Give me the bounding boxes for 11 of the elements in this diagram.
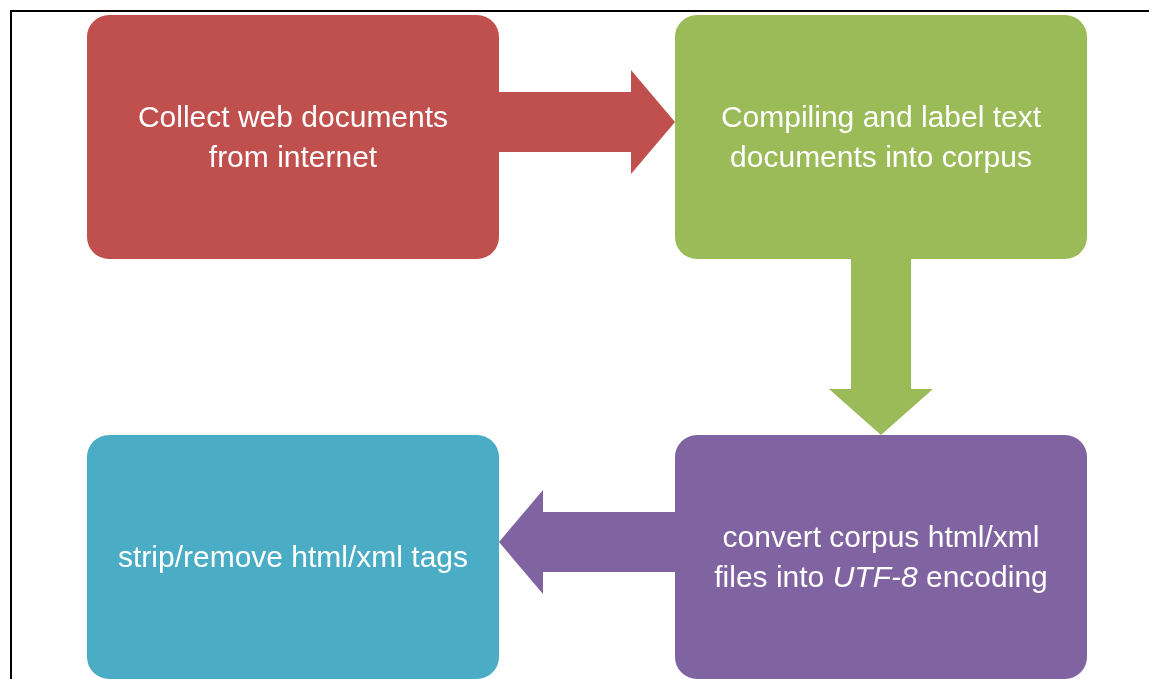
process-box [675,435,1087,679]
process-box [87,435,499,679]
box-text: Collect web documents from internet [136,99,450,175]
box-text: strip/remove html/xml tags [117,539,469,575]
box-text: convert corpus html/xml files into UTF-8 encoding [713,519,1049,595]
process-box [675,15,1087,259]
box-text: Compiling and label text documents into corpus [719,99,1043,175]
block-arrow [499,70,675,174]
block-arrow [829,259,933,435]
block-arrow [499,490,675,594]
process-box [87,15,499,259]
